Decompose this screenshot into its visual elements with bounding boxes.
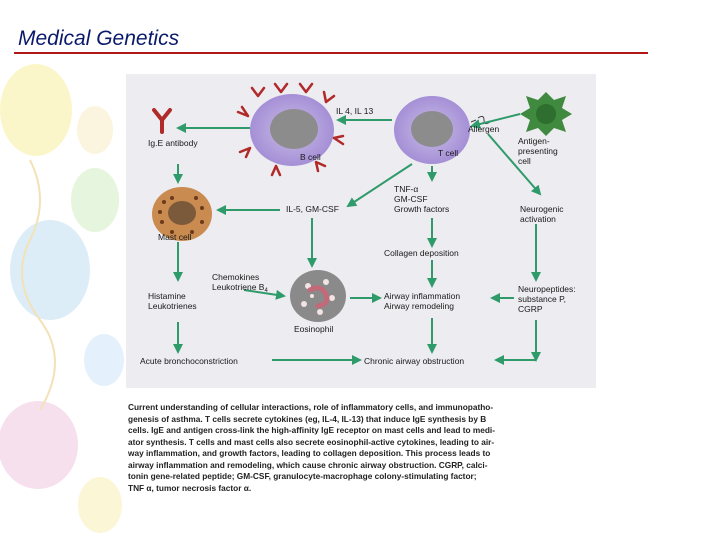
deco-balloon-lightblue — [84, 334, 124, 386]
label-airway-inflammation: Airway inflammation — [384, 291, 460, 301]
deco-balloon-blue — [10, 220, 90, 320]
t-cell-icon — [394, 96, 491, 164]
label-chemokines: Chemokines — [212, 272, 259, 282]
b-cell-icon — [236, 82, 345, 177]
arrow-t-to-il5 — [346, 163, 413, 208]
pathway-arrows — [173, 113, 542, 365]
deco-balloon-yellow-bottom — [78, 477, 122, 533]
caption-line: airway inflammation and remodeling, whic… — [128, 459, 488, 470]
label-mast-cell: Mast cell — [158, 232, 192, 242]
slide-title: Medical Genetics — [18, 27, 180, 50]
arrow-apc-to-neuro — [487, 133, 542, 196]
label-allergen: Allergen — [468, 124, 499, 134]
label-chronic-airway-obstruction: Chronic airway obstruction — [364, 356, 464, 366]
caption-line: genesis of asthma. T cells secrete cytok… — [128, 413, 487, 424]
label-acute-bronchoconstriction: Acute bronchoconstriction — [140, 356, 238, 366]
label-apc-1: Antigen- — [518, 136, 550, 146]
caption-line: tonin gene-related peptide; GM-CSF, gran… — [128, 471, 477, 481]
deco-balloon-yellow — [0, 64, 72, 156]
label-tnf: TNF-α — [394, 184, 418, 194]
arrow-chemokines-to-eosinophil — [243, 289, 286, 300]
label-gmcsf: GM-CSF — [394, 194, 428, 204]
deco-balloon-green — [71, 168, 119, 232]
eosinophil-icon — [290, 270, 346, 322]
label-growth-factors: Growth factors — [394, 204, 449, 214]
label-histamine: Histamine — [148, 291, 186, 301]
label-ige-antibody: Ig.E antibody — [148, 138, 198, 148]
mast-cell-icon — [152, 187, 212, 241]
caption-line: Current understanding of cellular intera… — [128, 402, 494, 412]
label-il4-il13: IL 4, IL 13 — [336, 106, 373, 116]
caption-text: Current understanding of cellular intera… — [128, 402, 594, 494]
deco-balloon-cream — [77, 106, 113, 154]
label-leukotriene-b4: Leukotriene B4 — [212, 282, 268, 294]
label-substance-p: substance P, — [518, 294, 566, 304]
label-apc-3: cell — [518, 156, 531, 166]
deco-ribbon — [21, 159, 56, 411]
label-neurogenic-1: Neurogenic — [520, 204, 564, 214]
antigen-presenting-cell-icon — [520, 92, 572, 136]
arrow-apc-to-t — [470, 113, 521, 129]
label-collagen-deposition: Collagen deposition — [384, 248, 459, 258]
label-t-cell: T cell — [438, 148, 458, 158]
label-neuropeptides: Neuropeptides: — [518, 284, 576, 294]
asthma-pathway-diagram: IL 4, IL 13 Allergen Ig.E antibody B cel… — [140, 82, 576, 366]
figure-caption: Current understanding of cellular intera… — [126, 388, 596, 508]
label-b-cell: B cell — [300, 152, 321, 162]
label-eosinophil: Eosinophil — [294, 324, 333, 334]
label-apc-2: presenting — [518, 146, 558, 156]
label-cgrp: CGRP — [518, 304, 543, 314]
label-neurogenic-2: activation — [520, 214, 556, 224]
caption-line: way inflammation, and growth factors, le… — [128, 448, 491, 458]
title-underline — [14, 52, 648, 54]
label-leukotrienes: Leukotrienes — [148, 301, 197, 311]
deco-balloon-pink — [0, 401, 78, 489]
label-il5-gmcsf: IL-5, GM-CSF — [286, 204, 339, 214]
caption-line: ator synthesis. T cells and mast cells a… — [128, 436, 495, 447]
asthma-diagram-panel: IL 4, IL 13 Allergen Ig.E antibody B cel… — [126, 74, 596, 388]
ige-antibody-icon — [152, 108, 172, 134]
caption-line: cells. IgE and antigen cross-link the hi… — [128, 425, 495, 435]
caption-line: TNF α, tumor necrosis factor α. — [128, 482, 252, 493]
label-airway-remodeling: Airway remodeling — [384, 301, 454, 311]
